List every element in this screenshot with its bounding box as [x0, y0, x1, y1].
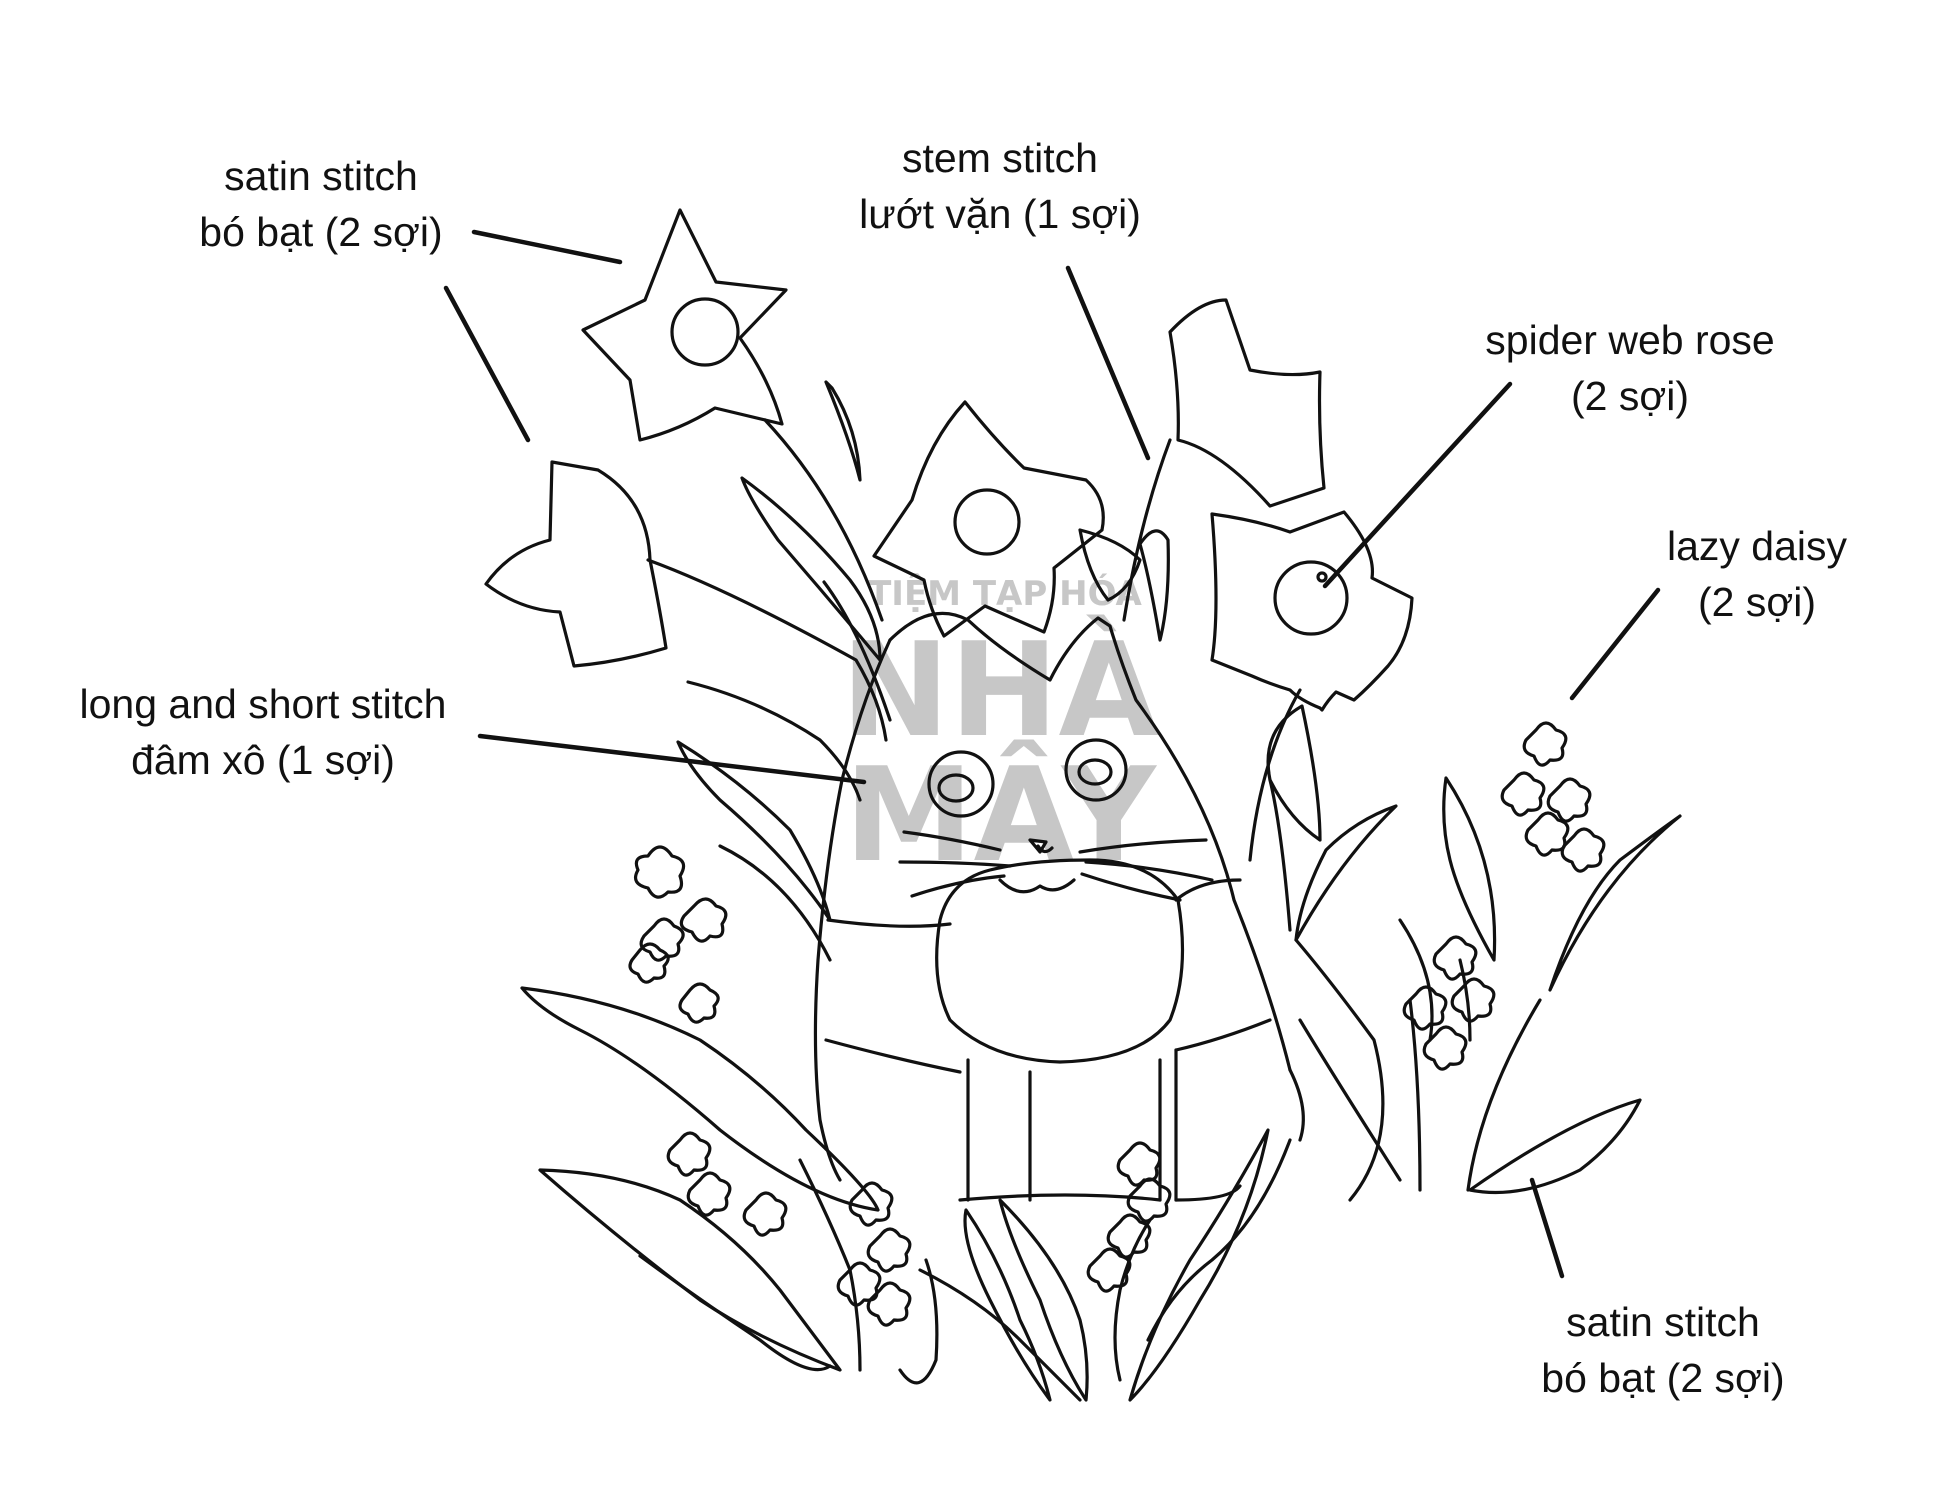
watermark: TIỆM TẠP HÓA NHÀ MÂY [841, 573, 1159, 891]
flower-top-left [581, 208, 788, 442]
label-lazy-line2: (2 sợi) [1697, 579, 1816, 625]
label-satin-stitch-bottom: satin stitch bó bạt (2 sợi) [1541, 1294, 1784, 1406]
small-flowers [628, 721, 1606, 1327]
label-long-short-line1: long and short stitch [79, 681, 447, 727]
leader-lines [443, 229, 1661, 1279]
flower-right [1210, 510, 1414, 712]
label-satin-top-line2: bó bạt (2 sợi) [199, 209, 443, 255]
label-lazy-daisy: lazy daisy (2 sợi) [1667, 518, 1847, 630]
label-long-short-stitch: long and short stitch đâm xô (1 sợi) [80, 676, 447, 788]
label-satin-stitch-top: satin stitch bó bạt (2 sợi) [199, 148, 442, 260]
label-satin-bottom-line1: satin stitch [1566, 1299, 1760, 1345]
label-satin-bottom-line2: bó bạt (2 sợi) [1541, 1355, 1785, 1401]
bell-flower-top-right [1168, 298, 1326, 508]
label-spider-web-rose: spider web rose (2 sợi) [1485, 312, 1774, 424]
stems-and-leaves [646, 380, 1682, 1202]
label-spider-line2: (2 sợi) [1571, 373, 1689, 419]
flower-center [872, 400, 1105, 638]
label-lazy-line1: lazy daisy [1666, 523, 1848, 569]
label-stem-line1: stem stitch [902, 135, 1098, 181]
label-stem-line2: lướt vặn (1 sợi) [859, 191, 1141, 237]
label-spider-line1: spider web rose [1485, 317, 1775, 363]
label-long-short-line2: đâm xô (1 sợi) [131, 737, 395, 783]
cat [813, 611, 1305, 1202]
ground-plants [520, 986, 1292, 1402]
bell-flower-left [484, 460, 668, 668]
label-satin-top-line1: satin stitch [224, 153, 418, 199]
label-stem-stitch: stem stitch lướt vặn (1 sợi) [859, 130, 1141, 242]
